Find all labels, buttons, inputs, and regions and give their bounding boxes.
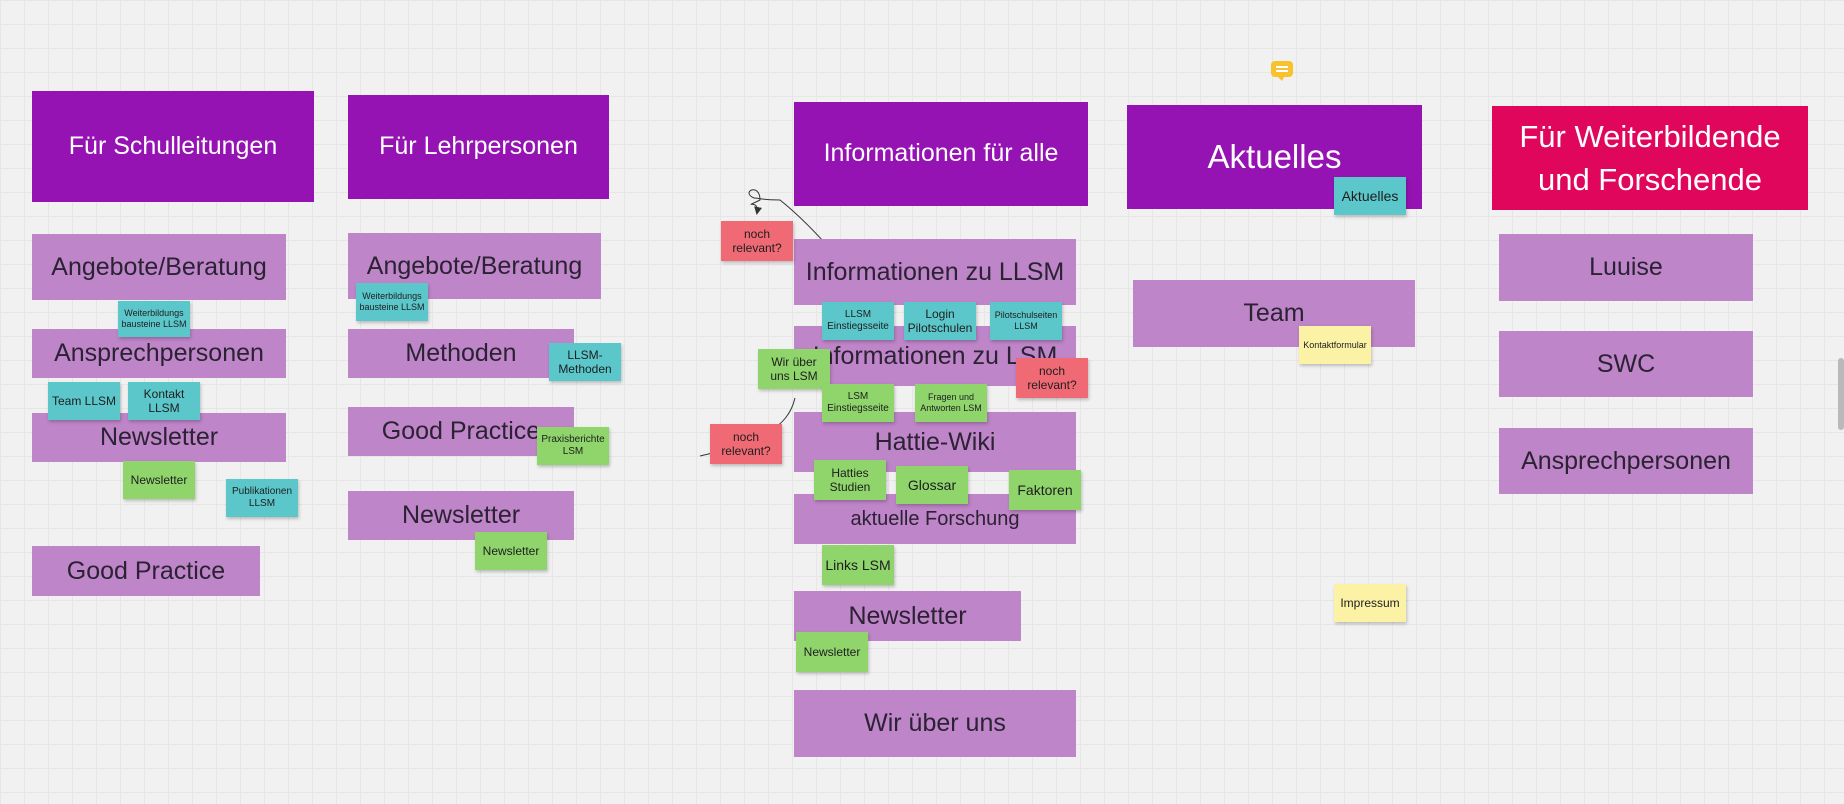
sticky-newsletter[interactable]: Newsletter (475, 532, 547, 570)
header-lehrpersonen[interactable]: Für Lehrpersonen (348, 95, 609, 199)
sticky-noch-relevant[interactable]: noch relevant? (710, 424, 782, 464)
section-informationen-zu-llsm[interactable]: Informationen zu LLSM (794, 239, 1076, 305)
section-good-practice[interactable]: Good Practice (32, 546, 260, 596)
section-good-practice[interactable]: Good Practice (348, 407, 574, 456)
sticky-praxisberichte-lsm[interactable]: Praxisberichte LSM (537, 427, 609, 465)
sticky-faktoren[interactable]: Faktoren (1009, 470, 1081, 510)
header-weiterbildende-und-forschende[interactable]: Für Weiterbildende und Forschende (1492, 106, 1808, 210)
sticky-newsletter[interactable]: Newsletter (796, 632, 868, 672)
sticky-impressum[interactable]: Impressum (1334, 584, 1406, 622)
section-wir-ueber-uns[interactable]: Wir über uns (794, 690, 1076, 757)
sticky-team-llsm[interactable]: Team LLSM (48, 382, 120, 420)
sticky-weiterbildungsbausteine[interactable]: Weiterbildungs bausteine LLSM (118, 301, 190, 337)
section-hattie-wiki[interactable]: Hattie-Wiki (794, 412, 1076, 472)
sticky-links-lsm[interactable]: Links LSM (822, 545, 894, 585)
section-methoden[interactable]: Methoden (348, 329, 574, 378)
sticky-noch-relevant[interactable]: noch relevant? (721, 221, 793, 261)
sticky-glossar[interactable]: Glossar (896, 466, 968, 504)
section-ansprechpersonen[interactable]: Ansprechpersonen (32, 329, 286, 378)
header-informationen-fuer-alle[interactable]: Informationen für alle (794, 102, 1088, 206)
connector-loop-to-noch-relevant (748, 189, 763, 215)
header-schulleitungen[interactable]: Für Schulleitungen (32, 91, 314, 202)
sticky-kontaktformular[interactable]: Kontaktformular (1299, 326, 1371, 364)
sticky-noch-relevant[interactable]: noch relevant? (1016, 358, 1088, 398)
comment-icon[interactable] (1270, 60, 1294, 82)
sticky-pilotschulseiten-llsm[interactable]: Pilotschulseiten LLSM (990, 302, 1062, 340)
sticky-lsm-einstiegsseite[interactable]: LSM Einstiegsseite (822, 384, 894, 422)
section-newsletter[interactable]: Newsletter (32, 413, 286, 462)
vertical-scrollbar[interactable] (1838, 358, 1844, 430)
sticky-aktuelles[interactable]: Aktuelles (1334, 177, 1406, 215)
sticky-wir-ueber-uns-lsm[interactable]: Wir über uns LSM (758, 349, 830, 389)
section-swc[interactable]: SWC (1499, 331, 1753, 397)
sticky-llsm-methoden[interactable]: LLSM- Methoden (549, 343, 621, 381)
sticky-weiterbildungsbausteine[interactable]: Weiterbildungs bausteine LLSM (356, 283, 428, 321)
sticky-llsm-einstiegsseite[interactable]: LLSM Einstiegsseite (822, 302, 894, 340)
section-newsletter[interactable]: Newsletter (348, 491, 574, 540)
sticky-fragen-und-antworten-lsm[interactable]: Fragen und Antworten LSM (915, 384, 987, 422)
section-ansprechpersonen[interactable]: Ansprechpersonen (1499, 428, 1753, 494)
section-team[interactable]: Team (1133, 280, 1415, 347)
sticky-kontakt-llsm[interactable]: Kontakt LLSM (128, 382, 200, 420)
sticky-login-pilotschulen[interactable]: Login Pilotschulen (904, 302, 976, 340)
section-luuise[interactable]: Luuise (1499, 234, 1753, 301)
sticky-newsletter[interactable]: Newsletter (123, 461, 195, 499)
sticky-publikationen-llsm[interactable]: Publikationen LLSM (226, 479, 298, 517)
section-angebote-beratung[interactable]: Angebote/Beratung (32, 234, 286, 300)
sticky-hatties-studien[interactable]: Hatties Studien (814, 460, 886, 500)
